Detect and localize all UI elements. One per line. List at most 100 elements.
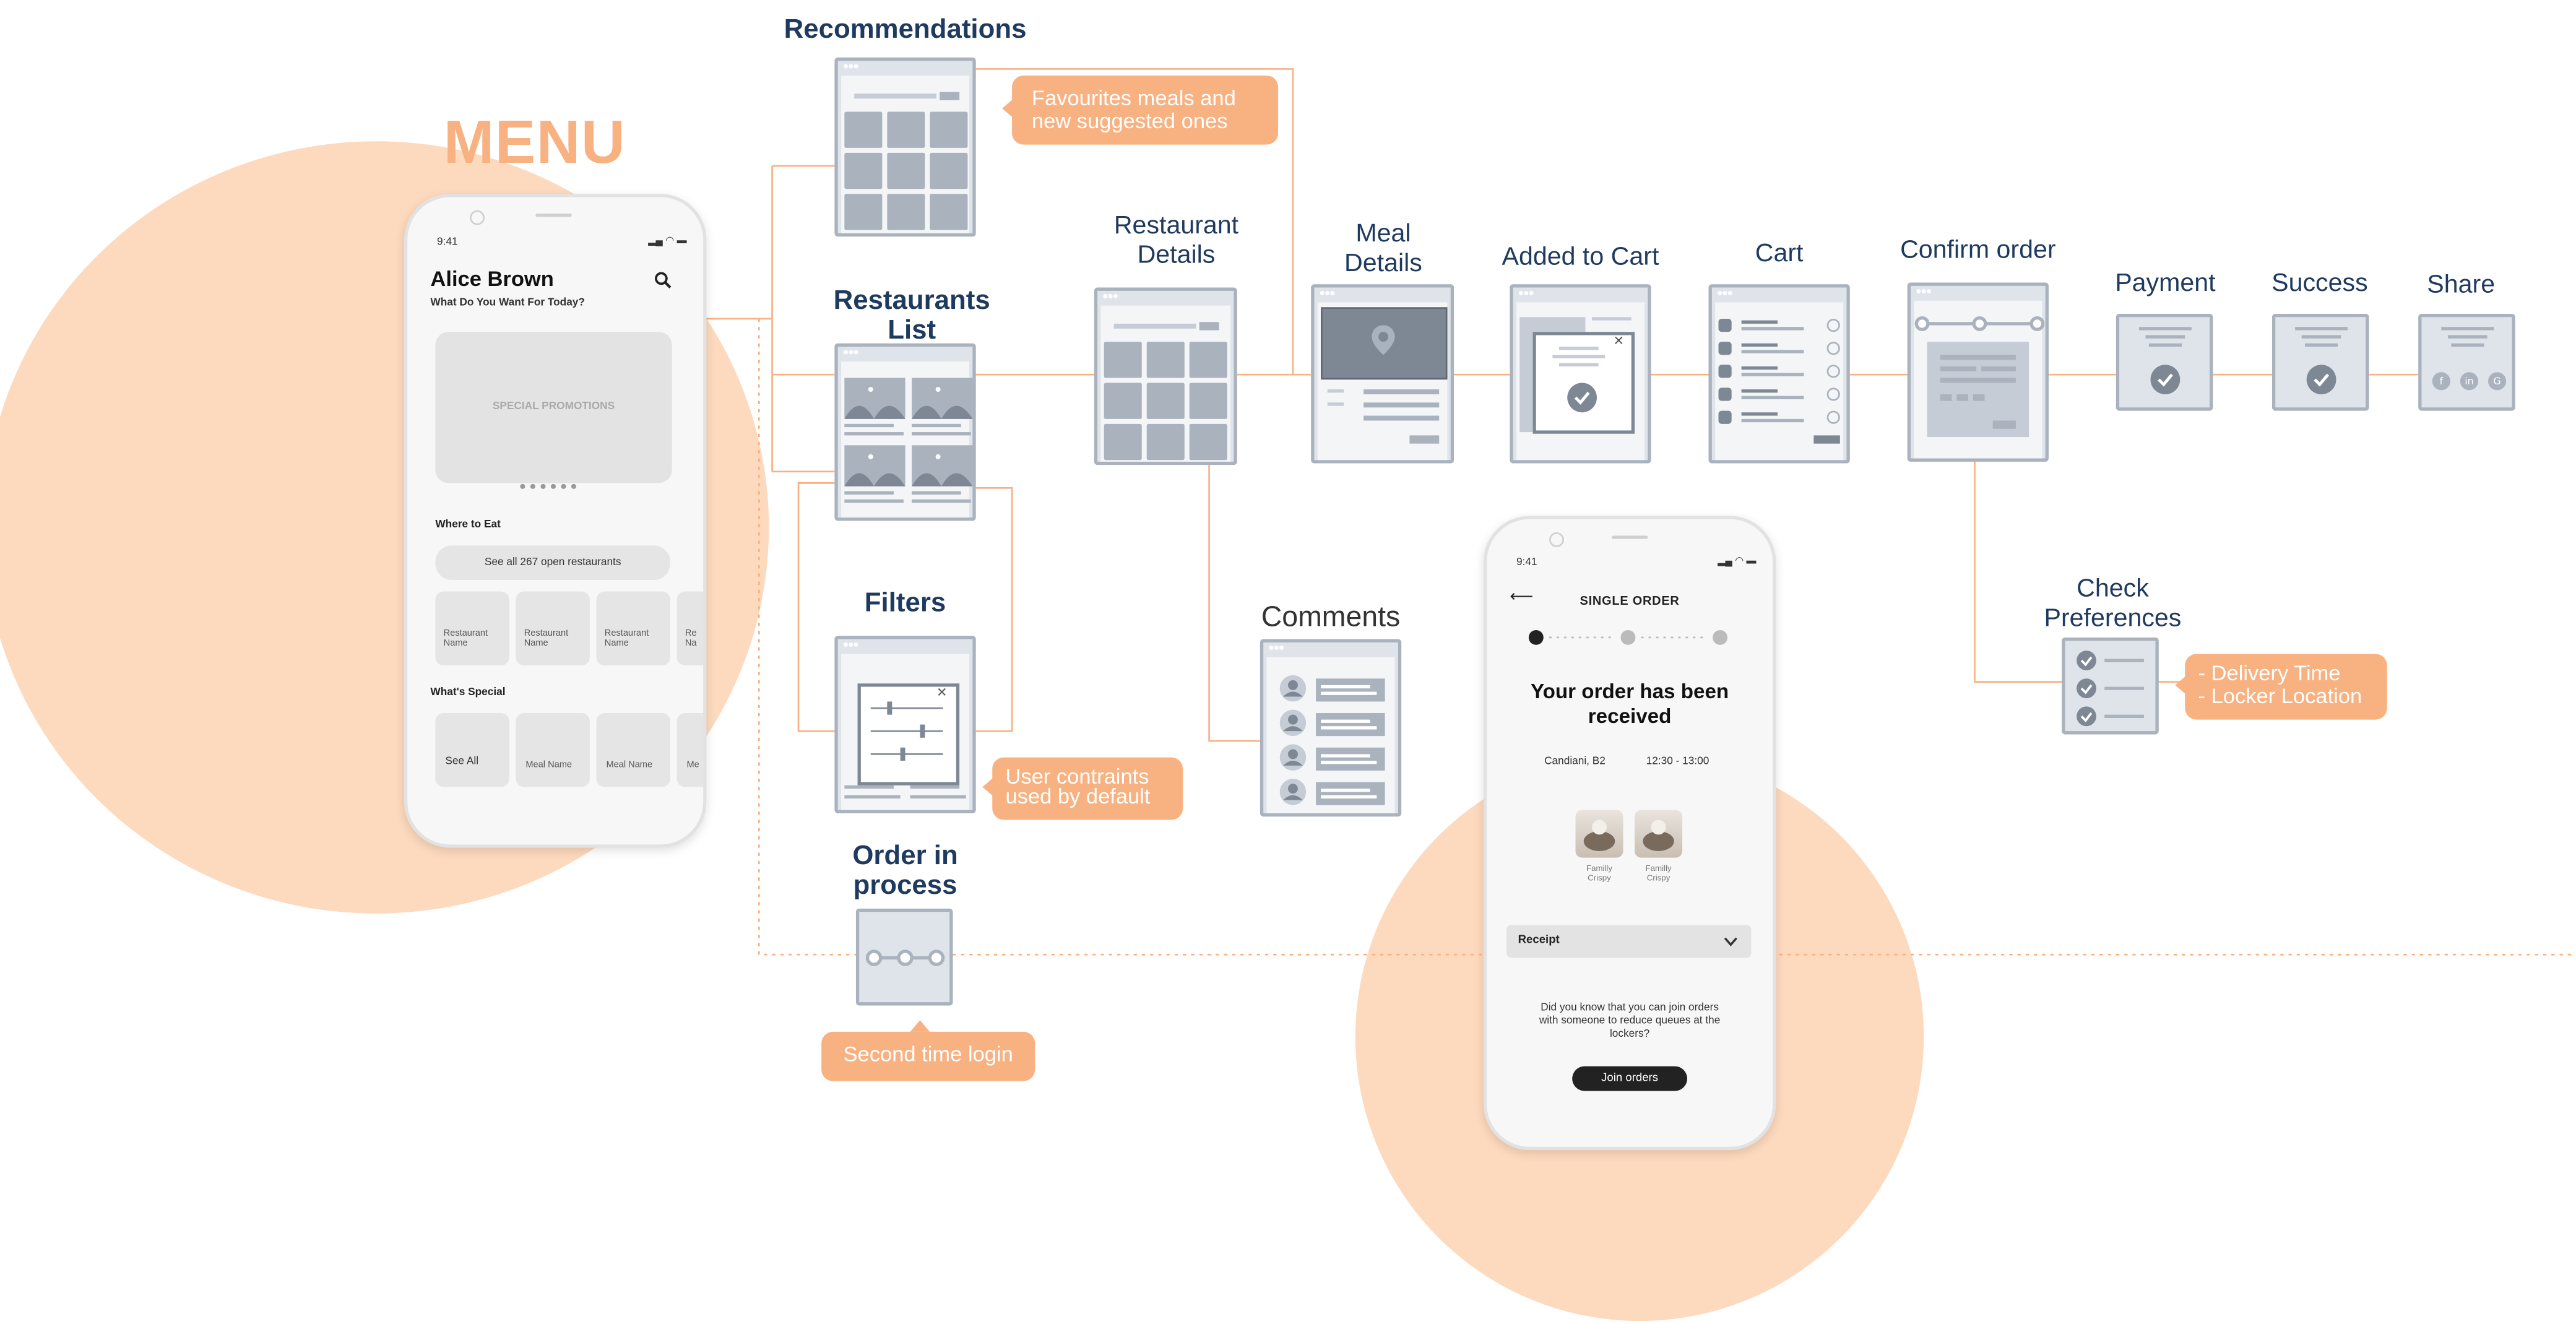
label-restaurants-list: Restaurants List [833,285,990,345]
special-tile[interactable]: Meal Name [596,712,670,787]
search-icon[interactable] [654,268,672,298]
restaurant-tile-label: Restaurant Name [604,629,649,649]
label-order-in-process: Order in process [852,841,958,901]
wireframe-cell [930,152,968,189]
special-tile[interactable]: See All [435,712,509,787]
wireframe-cell [887,152,925,189]
callout-tail [982,777,994,797]
wireframe-order-in-process[interactable] [855,908,953,1006]
see-all-restaurants-label: See all 267 open restaurants [484,556,621,569]
restaurant-tile[interactable]: Restaurant Name [435,591,509,666]
receipt-label: Receipt [1518,935,1560,946]
special-tile-label: See All [445,755,479,768]
join-orders-label: Join orders [1601,1071,1659,1084]
svg-text:f: f [2440,375,2444,387]
special-tile[interactable]: Meal Name [516,712,590,787]
wireframe-bar [1552,355,1606,358]
location-pin-icon [1372,325,1395,355]
restaurant-tile[interactable]: Restaurant Name [516,591,590,666]
wireframe-cart[interactable]: ●●● [1708,284,1850,464]
filter-dialog [857,683,960,785]
label-check-preferences: Check Preferences [2044,575,2182,633]
wireframe-comments[interactable]: ●●● [1260,639,1402,817]
window-dots: ●●● [1716,289,1733,300]
wireframe-bar [1940,355,2016,360]
order-heading: Your order has been received [1530,680,1729,728]
check-circle-icon [1567,383,1597,413]
progress-steps-icon [1914,316,2045,331]
see-all-restaurants-button[interactable]: See all 267 open restaurants [435,545,670,580]
window-dots: ●●● [1518,289,1534,300]
wireframe-bar [1940,366,1977,371]
special-tile[interactable]: Me [676,712,704,787]
order-time-slot: 12:30 - 13:00 [1646,755,1709,768]
restaurant-tile[interactable]: Restaurant Name [596,591,670,666]
status-time: 9:41 [1516,556,1537,569]
wireframe-bar [910,795,966,799]
special-tile-label: Meal Name [525,760,573,771]
wireframe-cell [1104,423,1142,461]
wireframe-bar [1364,415,1440,421]
wireframe-added-to-cart[interactable]: ●●● ✕ [1510,284,1651,464]
promotions-banner[interactable]: SPECIAL PROMOTIONS [435,332,672,483]
callout-user-constraints-text: User contraints used by default [1005,764,1151,808]
order-location: Candiani, B2 [1544,755,1606,768]
home-phone: 9:41 ▂▄ ◠ ▬ Alice Brown What Do You Want… [404,194,707,848]
restaurant-tile-label: Restaurant Name [443,629,488,649]
wireframe-cell [844,194,883,230]
checklist-icon [2077,651,2144,727]
wireframe-bar [1364,389,1440,395]
wireframe-recommendations[interactable]: ●●● [834,57,976,237]
wireframe-bar [1113,323,1196,329]
order-item-image [1575,810,1623,858]
chevron-down-icon [1724,937,1737,946]
label-success: Success [2271,269,2368,298]
receipt-dropdown[interactable]: Receipt [1506,925,1752,958]
window-dots: ●●● [842,62,859,72]
wireframe-bar [1592,317,1632,321]
wireframe-bar [1981,366,2016,371]
cart-item-list [1718,318,1840,444]
wireframe-cell [1146,342,1185,378]
wireframe-restaurants-list[interactable]: ●●● [834,343,976,521]
wireframe-filters[interactable]: ●●● ✕ [834,636,976,813]
wireframe-cell [930,111,968,148]
label-meal-details: Meal Details [1344,220,1422,278]
phone-speaker [535,214,572,217]
wireframe-bar [1558,347,1599,350]
wireframe-cell [1146,383,1185,419]
label-confirm-order: Confirm order [1900,236,2056,265]
wireframe-bar [1940,394,1952,401]
user-name: Alice Brown [430,266,554,291]
wireframe-bar [1940,378,2016,383]
wireframe-confirm-order[interactable]: ●●● [1907,282,2049,462]
back-arrow-icon[interactable]: ⟵ [1510,588,1534,607]
wireframe-success[interactable] [2271,313,2369,411]
window-dots: ●●● [842,641,859,651]
restaurant-tile-label: Restaurant Name [524,629,569,649]
special-tile-label: Me [686,760,699,771]
callout-second-login: Second time login [821,1020,1035,1081]
where-to-eat-heading: Where to Eat [435,519,501,531]
wireframe-check-preferences[interactable] [2062,637,2159,735]
restaurant-tile[interactable]: Re Na [676,591,704,666]
close-icon: ✕ [936,685,948,700]
wireframe-payment[interactable] [2116,313,2213,411]
wireframe-restaurant-details[interactable]: ●●● [1094,287,1237,465]
callout-tail [2175,675,2187,695]
join-orders-button[interactable]: Join orders [1572,1066,1688,1091]
order-item-label: Familly Crispy [1645,864,1672,885]
carousel-dots[interactable]: ●●●●●● [519,481,581,493]
order-progress-steps [1528,630,1728,645]
order-phone: 9:41 ▂▄ ◠ ▬ ⟵ SINGLE ORDER Your order ha… [1483,516,1776,1151]
wireframe-meal-details[interactable]: ●●● [1311,284,1454,464]
progress-steps-icon [865,950,945,966]
callout-tail [1002,98,1014,119]
check-circle-icon [2306,365,2336,395]
callout-favourites-text: Favourites meals and new suggested ones [1031,85,1236,134]
whats-special-heading: What's Special [430,686,506,699]
